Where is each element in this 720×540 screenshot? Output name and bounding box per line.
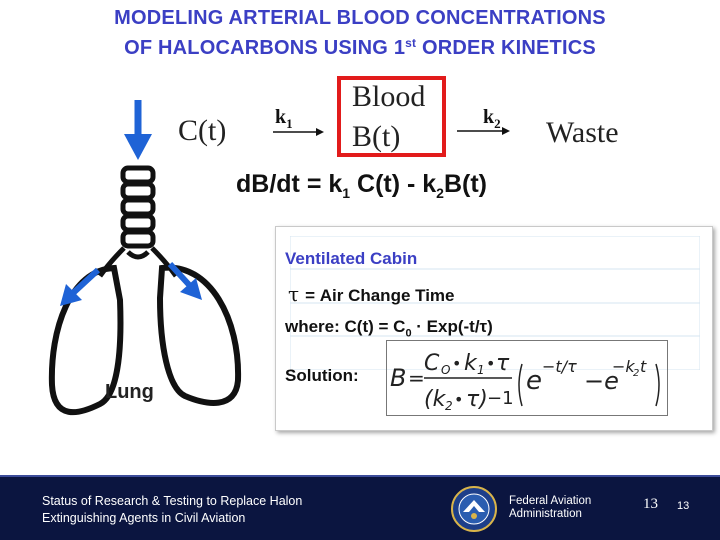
formula-num-k-sub: 1 [477, 363, 485, 377]
trachea-icon [123, 168, 153, 246]
formula-num-c: C [424, 351, 440, 376]
formula-den-tau: τ) [466, 387, 488, 412]
formula-den-minus-one: −1 [487, 388, 514, 409]
tau-text: = Air Change Time [305, 286, 454, 305]
formula-dot-2: • [486, 354, 495, 373]
formula-dot-1: • [452, 354, 461, 373]
formula-den-k: (k [424, 387, 447, 412]
eq-part-3: B(t) [444, 170, 487, 198]
faa-name-line-1: Federal Aviation [509, 495, 591, 508]
eq-part-1: dB/dt = k [236, 170, 342, 198]
faa-name: Federal Aviation Administration [509, 495, 591, 521]
page-number: 13 [677, 500, 689, 512]
tau-definition: τ = Air Change Time [288, 282, 455, 306]
concentration-label: C(t) [178, 114, 226, 148]
solution-label: Solution: [285, 366, 359, 386]
where-text-end: · Exp(-t/τ) [412, 317, 493, 336]
formula-e1: e [526, 366, 542, 396]
eq-sub-2: 2 [436, 185, 444, 201]
faa-name-line-2: Administration [509, 508, 591, 521]
page-number-serif: 13 [643, 496, 658, 513]
formula-exp2-sub: 2 [633, 368, 639, 379]
solution-formula: B = C O • k 1 • τ (k 2 • τ) −1 e −t/τ −e… [386, 340, 668, 416]
faa-seal-icon [451, 486, 497, 532]
formula-exp1: −t/τ [542, 357, 577, 376]
blood-label: Blood [352, 80, 425, 114]
footer-title-line-2: Extinguishing Agents in Civil Aviation [42, 510, 302, 527]
rate-constant-k2: k2 [483, 106, 501, 132]
where-clause: where: C(t) = C0 · Exp(-t/τ) [285, 317, 493, 339]
formula-num-c-sub: O [441, 363, 450, 377]
rate-constant-k1: k1 [275, 106, 293, 132]
formula-equals: = [408, 366, 425, 390]
panel-heading: Ventilated Cabin [285, 249, 417, 269]
tau-symbol: τ [288, 282, 299, 306]
footer-bar: Status of Research & Testing to Replace … [0, 475, 720, 540]
right-lung-icon [160, 268, 238, 403]
formula-num-k: k [464, 351, 478, 376]
formula-exp2: −k [612, 357, 635, 376]
k1-subscript: 1 [286, 116, 293, 131]
where-text: where: C(t) = C [285, 317, 405, 336]
k1-base: k [275, 106, 286, 128]
footer-divider [0, 475, 720, 477]
differential-equation: dB/dt = k1 C(t) - k2B(t) [236, 170, 487, 201]
k2-base: k [483, 106, 494, 128]
formula-num-tau: τ [496, 351, 510, 376]
waste-label: Waste [546, 116, 619, 150]
footer-title-line-1: Status of Research & Testing to Replace … [42, 493, 302, 510]
eq-part-2: C(t) - k [350, 170, 436, 198]
lung-left-arrow-icon [60, 270, 98, 306]
inhale-arrow-icon [124, 100, 152, 160]
blood-function-label: B(t) [352, 120, 400, 154]
formula-dot-3: • [454, 390, 463, 409]
formula-lhs: B [390, 364, 406, 392]
formula-exp2-post: t [640, 357, 647, 376]
footer-presentation-title: Status of Research & Testing to Replace … [42, 493, 302, 527]
eq-sub-1: 1 [342, 185, 350, 201]
formula-den-k-sub: 2 [445, 399, 453, 413]
k2-subscript: 2 [494, 116, 501, 131]
lung-label: Lung [105, 381, 154, 404]
